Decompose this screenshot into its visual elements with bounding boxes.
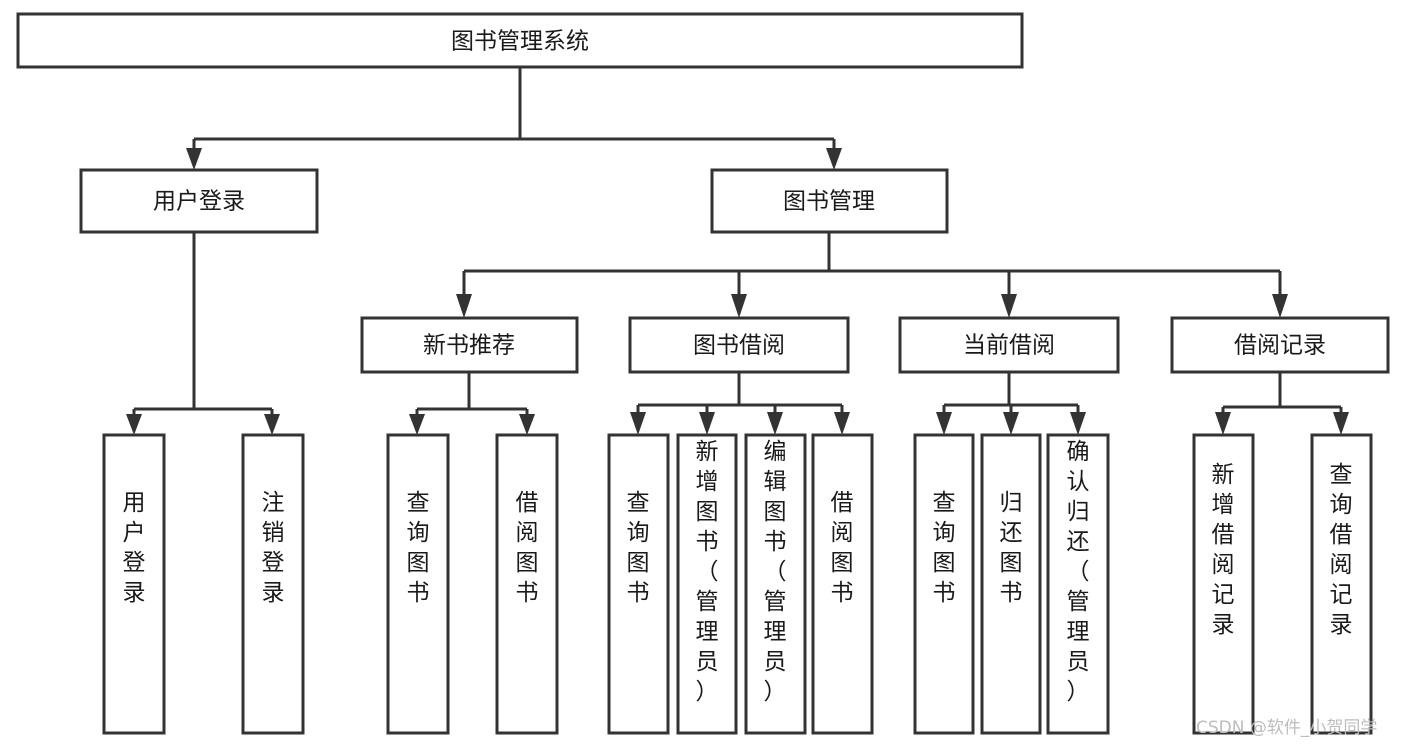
node-new-book-recommend[interactable]: 新书推荐	[360, 316, 579, 374]
node-leaf-add-record[interactable]: 新增借阅记录	[1192, 433, 1255, 735]
watermark-text: CSDN @软件_小贺同学	[1196, 718, 1377, 738]
node-leaf-query-book-2[interactable]: 查询图书	[607, 433, 670, 735]
node-leaf-query-book-1-label: 查询图书	[407, 490, 430, 606]
node-leaf-query-record[interactable]: 查询借阅记录	[1310, 433, 1373, 735]
arrow-leaf-user-login	[126, 414, 142, 435]
node-leaf-add-record-box[interactable]	[1192, 433, 1255, 735]
node-root-label: 图书管理系统	[451, 29, 589, 55]
node-leaf-query-book-3-label: 查询图书	[933, 490, 956, 606]
arrow-user-login	[186, 148, 202, 170]
node-user-login[interactable]: 用户登录	[79, 168, 319, 234]
node-current-borrow[interactable]: 当前借阅	[898, 316, 1120, 374]
node-leaf-borrow-book-2-box[interactable]	[811, 433, 874, 735]
node-leaf-confirm-return[interactable]: 确认归还（管理员）	[1046, 433, 1110, 735]
arrow-book-manage	[826, 148, 842, 170]
node-leaf-add-book-label: 新增图书（管理员）	[696, 439, 719, 705]
node-leaf-user-login[interactable]: 用户登录	[102, 433, 166, 735]
node-leaf-add-book[interactable]: 新增图书（管理员）	[676, 433, 738, 735]
node-leaf-user-logout-box[interactable]	[241, 433, 305, 735]
node-leaf-borrow-book-1[interactable]: 借阅图书	[495, 433, 559, 735]
node-borrow-record[interactable]: 借阅记录	[1170, 316, 1390, 374]
arrow-current-borrow	[1001, 294, 1017, 318]
node-leaf-query-book-2-label: 查询图书	[627, 490, 650, 606]
node-new-book-recommend-box[interactable]	[360, 316, 579, 374]
node-book-manage-box[interactable]	[710, 168, 949, 234]
node-new-book-recommend-label: 新书推荐	[423, 333, 515, 359]
node-book-borrow-box[interactable]	[628, 316, 850, 374]
arrow-new-book-recommend	[456, 294, 472, 318]
node-leaf-query-book-1[interactable]: 查询图书	[386, 433, 450, 735]
node-root[interactable]: 图书管理系统	[16, 12, 1024, 69]
node-leaf-edit-book-box[interactable]	[744, 433, 807, 735]
node-leaf-confirm-return-label: 确认归还（管理员）	[1067, 439, 1090, 705]
arrow-borrow-record	[1272, 294, 1288, 318]
arrow-leaf-add-record	[1215, 412, 1231, 435]
node-leaf-query-record-box[interactable]	[1310, 433, 1373, 735]
arrow-leaf-query-book-2	[630, 412, 646, 435]
node-leaf-return-book[interactable]: 归还图书	[980, 433, 1042, 735]
node-leaf-borrow-book-1-label: 借阅图书	[516, 490, 539, 606]
arrow-leaf-add-book	[699, 412, 715, 435]
node-leaf-confirm-return-box[interactable]	[1046, 433, 1110, 735]
node-leaf-add-record-label: 新增借阅记录	[1212, 462, 1235, 638]
node-book-manage-label: 图书管理	[783, 189, 875, 215]
node-user-login-box[interactable]	[79, 168, 319, 234]
node-borrow-record-box[interactable]	[1170, 316, 1390, 374]
arrow-leaf-edit-book	[767, 412, 783, 435]
node-leaf-user-logout-label: 注销登录	[262, 490, 285, 606]
node-leaf-query-book-3[interactable]: 查询图书	[913, 433, 975, 735]
node-borrow-record-label: 借阅记录	[1234, 333, 1326, 359]
node-leaf-query-book-1-box[interactable]	[386, 433, 450, 735]
node-leaf-edit-book-label: 编辑图书（管理员）	[764, 439, 787, 705]
node-leaf-borrow-book-1-box[interactable]	[495, 433, 559, 735]
node-leaf-edit-book[interactable]: 编辑图书（管理员）	[744, 433, 807, 735]
node-user-login-label: 用户登录	[153, 189, 245, 215]
arrow-book-borrow	[731, 294, 747, 318]
node-book-manage[interactable]: 图书管理	[710, 168, 949, 234]
node-leaf-query-record-label: 查询借阅记录	[1330, 462, 1353, 638]
arrow-leaf-borrow-book-2	[834, 412, 850, 435]
node-current-borrow-box[interactable]	[898, 316, 1120, 374]
node-leaf-borrow-book-2[interactable]: 借阅图书	[811, 433, 874, 735]
arrow-leaf-user-logout	[264, 414, 280, 435]
node-leaf-add-book-box[interactable]	[676, 433, 738, 735]
arrow-leaf-borrow-book-1	[519, 414, 535, 435]
arrow-leaf-query-book-1	[409, 414, 425, 435]
arrow-leaf-query-record	[1333, 412, 1349, 435]
node-leaf-query-book-3-box[interactable]	[913, 433, 975, 735]
node-leaf-return-book-label: 归还图书	[1000, 490, 1023, 606]
node-book-borrow[interactable]: 图书借阅	[628, 316, 850, 374]
arrow-leaf-return-book	[1003, 412, 1019, 435]
node-leaf-query-book-2-box[interactable]	[607, 433, 670, 735]
node-leaf-user-login-label: 用户登录	[123, 490, 146, 606]
node-book-borrow-label: 图书借阅	[693, 333, 785, 359]
node-current-borrow-label: 当前借阅	[963, 333, 1055, 359]
node-leaf-user-login-box[interactable]	[102, 433, 166, 735]
node-leaf-user-logout[interactable]: 注销登录	[241, 433, 305, 735]
node-root-box[interactable]	[16, 12, 1024, 69]
node-leaf-borrow-book-2-label: 借阅图书	[831, 490, 854, 606]
node-leaf-return-book-box[interactable]	[980, 433, 1042, 735]
arrow-leaf-query-book-3	[936, 412, 952, 435]
arrow-leaf-confirm-return	[1070, 412, 1086, 435]
connector-group	[126, 67, 1349, 435]
